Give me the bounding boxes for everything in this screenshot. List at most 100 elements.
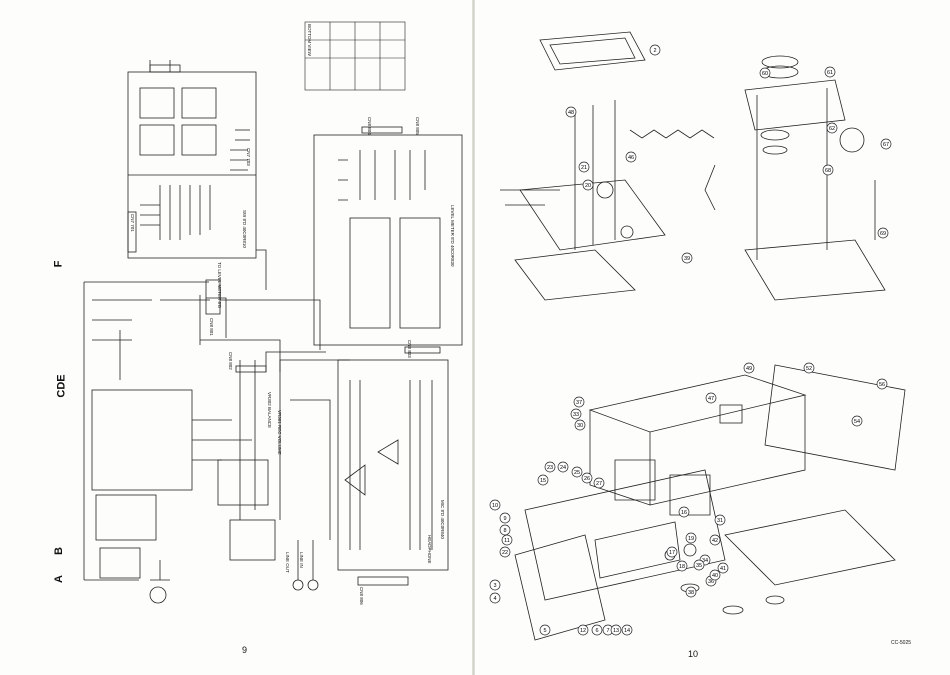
- callout-number: 40: [712, 573, 718, 579]
- connector-label: CN7 701: [130, 214, 135, 232]
- callout-49: 49: [743, 362, 755, 374]
- callout-number: 46: [628, 155, 634, 161]
- callout-number: 21: [581, 165, 587, 171]
- callout-number: 8: [503, 528, 506, 534]
- board-label-line-in: LINE IN: [299, 552, 304, 568]
- callout-39: 39: [681, 252, 693, 264]
- callout-number: 47: [708, 396, 714, 402]
- callout-9: 9: [499, 512, 511, 524]
- callout-16: 16: [678, 506, 690, 518]
- callout-23: 23: [544, 461, 556, 473]
- schematic-page: F CDE B A SW 8'D 40C0R810 LEVEL METER 8'…: [52, 21, 463, 655]
- callout-number: 22: [502, 550, 508, 556]
- callout-number: 52: [806, 366, 812, 372]
- board-label-balance: VR302 BALANCE: [267, 392, 272, 429]
- board-label-to-level-meter: TO LEVEL METER 8'D: [217, 262, 222, 309]
- callout-52: 52: [803, 362, 815, 374]
- callout-number: 48: [568, 110, 574, 116]
- callout-3: 3: [489, 579, 501, 591]
- connector-label: CN8 805: [415, 117, 420, 135]
- callout-number: 38: [688, 590, 694, 596]
- callout-number: 34: [702, 558, 708, 564]
- callout-46: 46: [625, 151, 637, 163]
- callout-26: 26: [581, 472, 593, 484]
- callout-number: 24: [560, 465, 566, 471]
- callout-62: 62: [826, 122, 838, 134]
- callout-number: 25: [574, 470, 580, 476]
- callout-27: 27: [593, 477, 605, 489]
- callout-60: 60: [759, 67, 771, 79]
- callout-18: 18: [676, 560, 688, 572]
- callout-number: 39: [684, 256, 690, 262]
- row-label-f: F: [52, 260, 65, 268]
- board-label-headphone: HEADPHONE: [427, 535, 432, 564]
- callout-number: 41: [720, 566, 726, 572]
- callout-41: 41: [717, 562, 729, 574]
- callout-number: 20: [585, 183, 591, 189]
- callout-number: 9: [503, 516, 506, 522]
- callout-number: 11: [504, 538, 510, 544]
- callout-number: 60: [762, 71, 768, 77]
- callout-number: 26: [584, 476, 590, 482]
- callout-48: 48: [565, 106, 577, 118]
- callout-6: 6: [591, 624, 603, 636]
- callout-21: 21: [578, 161, 590, 173]
- board-label-sw: SW 8'D 40C0R810: [242, 210, 247, 248]
- callout-number: 56: [879, 382, 885, 388]
- callout-10: 10: [489, 499, 501, 511]
- callout-number: 33: [573, 412, 579, 418]
- callout-42: 42: [709, 534, 721, 546]
- callout-number: 61: [827, 70, 833, 76]
- callout-number: 68: [825, 168, 831, 174]
- callout-number: 18: [679, 564, 685, 570]
- callout-number: 15: [540, 478, 546, 484]
- callout-number: 67: [883, 142, 889, 148]
- callout-8: 8: [499, 524, 511, 536]
- callout-14: 14: [621, 624, 633, 636]
- callout-20: 20: [582, 179, 594, 191]
- connector-label: CN7 703: [246, 148, 251, 166]
- callout-30: 30: [574, 419, 586, 431]
- callout-25: 25: [571, 466, 583, 478]
- callout-number: 5: [543, 628, 546, 634]
- callout-number: 31: [717, 518, 723, 524]
- callout-number: 2: [653, 48, 656, 54]
- connector-label: CN8 803: [407, 340, 412, 358]
- callout-number: 6: [595, 628, 598, 634]
- callout-13: 13: [610, 624, 622, 636]
- callout-number: 17: [669, 550, 675, 556]
- board-label-mic: MIC 8'D 40C0R840: [440, 500, 445, 539]
- callout-31: 31: [714, 514, 726, 526]
- callout-4: 4: [489, 592, 501, 604]
- page-number-left: 9: [242, 645, 248, 655]
- callout-69: 69: [877, 227, 889, 239]
- board-label-level-meter: LEVEL METER 8'D 40C0R830: [450, 205, 455, 267]
- callout-17: 17: [666, 546, 678, 558]
- connector-label: CN8 806: [359, 587, 364, 605]
- callout-number: 13: [613, 628, 619, 634]
- callout-19: 19: [685, 532, 697, 544]
- callout-number: 37: [576, 400, 582, 406]
- callout-number: 3: [493, 583, 496, 589]
- callout-33: 33: [570, 408, 582, 420]
- board-label-bottom-view: BOTTOM VIEW: [307, 24, 312, 56]
- callout-number: 4: [493, 596, 496, 602]
- callout-35: 35: [693, 559, 705, 571]
- callout-47: 47: [705, 392, 717, 404]
- callout-40: 40: [709, 569, 721, 581]
- board-label-line-out: LINE OUT: [285, 552, 290, 573]
- callout-11: 11: [501, 534, 513, 546]
- callout-56: 56: [876, 378, 888, 390]
- callout-number: 69: [880, 231, 886, 237]
- callout-12: 12: [577, 624, 589, 636]
- row-label-b: B: [52, 547, 65, 555]
- drawing-code: CC-5025: [891, 640, 912, 646]
- callout-number: 49: [746, 366, 752, 372]
- board-label-rec-volume: VR301 REC VOLUME: [277, 410, 282, 455]
- callout-67: 67: [880, 138, 892, 150]
- callout-68: 68: [822, 164, 834, 176]
- callout-61: 61: [824, 66, 836, 78]
- callout-24: 24: [557, 461, 569, 473]
